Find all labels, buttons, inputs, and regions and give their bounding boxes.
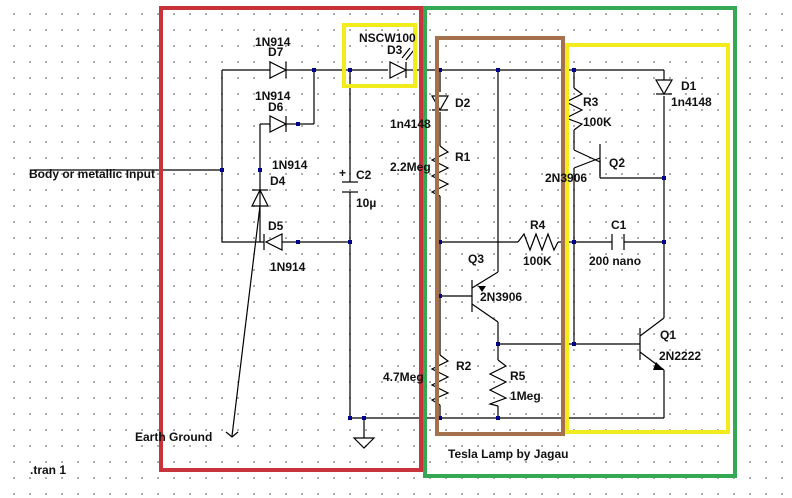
c2-value-label: 10µ bbox=[356, 196, 376, 210]
ground-symbol bbox=[352, 437, 376, 449]
q3-part-label: 2N3906 bbox=[480, 290, 522, 304]
r3-ref-label: R3 bbox=[583, 95, 599, 109]
diode-d2 bbox=[430, 95, 450, 112]
d2-ref-label: D2 bbox=[455, 96, 471, 110]
d4-part-label: 1N914 bbox=[272, 158, 308, 172]
d4-ref-label: D4 bbox=[270, 174, 286, 188]
diode-d7 bbox=[269, 61, 298, 79]
diode-d4 bbox=[251, 188, 269, 207]
resistor-r2 bbox=[430, 354, 450, 406]
resistor-r1 bbox=[430, 145, 450, 197]
d2-part-label: 1n4148 bbox=[390, 117, 431, 131]
r5-value-label: 1Meg bbox=[510, 389, 541, 403]
c2-ref-label: C2 bbox=[356, 168, 372, 182]
labels: 1N914 D7 1N914 D6 1N914 D4 D5 1N914 NSCW… bbox=[29, 31, 712, 477]
transistor-q2 bbox=[573, 144, 601, 178]
diode-d5 bbox=[263, 233, 298, 251]
highlight-yellow-box-d3 bbox=[342, 23, 417, 88]
r1-value-label: 2.2Meg bbox=[390, 160, 431, 174]
highlight-green-box bbox=[423, 6, 737, 478]
resistor-r5 bbox=[487, 359, 508, 407]
resistor-r4 bbox=[517, 232, 559, 252]
c2-plus-label: + bbox=[339, 166, 346, 180]
r2-value-label: 4.7Meg bbox=[383, 370, 424, 384]
diode-d6 bbox=[269, 115, 298, 133]
d1-part-label: 1n4148 bbox=[671, 95, 712, 109]
title-label: Tesla Lamp by Jagau bbox=[448, 447, 569, 461]
highlight-yellow-box-right bbox=[565, 43, 730, 434]
resistor-r3 bbox=[564, 87, 584, 131]
r5-ref-label: R5 bbox=[510, 369, 526, 383]
d7-part-label: 1N914 bbox=[255, 35, 291, 49]
r4-value-label: 100K bbox=[523, 254, 552, 268]
wires bbox=[30, 69, 665, 438]
d6-ref-label: D6 bbox=[268, 100, 284, 114]
r2-ref-label: R2 bbox=[456, 359, 472, 373]
q1-ref-label: Q1 bbox=[660, 328, 676, 342]
highlight-brown-box bbox=[435, 36, 565, 436]
c1-value-label: 200 nano bbox=[589, 254, 641, 268]
transistor-q3 bbox=[471, 271, 499, 323]
d6-part-label: 1N914 bbox=[255, 89, 291, 103]
earth-ground-label: Earth Ground bbox=[135, 430, 212, 444]
d1-ref-label: D1 bbox=[681, 79, 697, 93]
diode-d3-led bbox=[389, 47, 415, 79]
c1-ref-label: C1 bbox=[611, 218, 627, 232]
capacitor-c1 bbox=[611, 234, 625, 250]
r1-ref-label: R1 bbox=[455, 150, 471, 164]
earth-ground-arrow bbox=[225, 431, 239, 438]
junction-dots bbox=[220, 68, 666, 420]
d3-part-label: NSCW100 bbox=[359, 31, 416, 45]
q3-ref-label: Q3 bbox=[468, 252, 484, 266]
q1-part-label: 2N2222 bbox=[659, 349, 701, 363]
transistor-q1 bbox=[639, 317, 665, 371]
highlight-red-box bbox=[159, 6, 423, 472]
d7-ref-label: D7 bbox=[268, 45, 284, 59]
capacitor-c2 bbox=[342, 181, 358, 193]
input-label: Body or metallic Input bbox=[29, 167, 155, 181]
q2-ref-label: Q2 bbox=[609, 156, 625, 170]
d5-ref-label: D5 bbox=[268, 219, 284, 233]
d3-ref-label: D3 bbox=[387, 43, 403, 57]
tran-directive-label: .tran 1 bbox=[30, 463, 66, 477]
r3-value-label: 100K bbox=[583, 115, 612, 129]
q2-part-label: 2N3906 bbox=[545, 171, 587, 185]
diode-d1 bbox=[654, 79, 674, 96]
d5-part-label: 1N914 bbox=[270, 260, 306, 274]
r4-ref-label: R4 bbox=[530, 218, 546, 232]
